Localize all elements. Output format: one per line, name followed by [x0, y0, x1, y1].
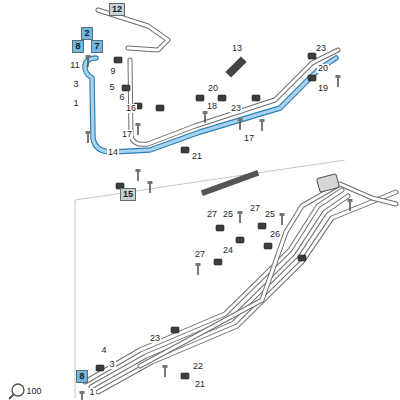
callout-number: 100: [25, 387, 42, 396]
callout-number: 6: [118, 93, 125, 102]
callout-number: 13: [231, 44, 243, 53]
callout-number: 8: [79, 372, 84, 381]
callout-number: 1: [88, 388, 95, 397]
callout-number: 17: [121, 130, 133, 139]
callout-number: 16: [125, 104, 137, 113]
callout-number: 14: [107, 148, 119, 157]
callout-number: 8: [75, 42, 80, 51]
callout-number: 22: [192, 362, 204, 371]
callout-number: 11: [69, 61, 80, 70]
callout-number: 3: [72, 80, 79, 89]
callout-number: 27: [249, 204, 261, 213]
callout-box: 8: [76, 370, 88, 383]
callout-number: 19: [317, 84, 329, 93]
callout-box: 12: [109, 3, 125, 16]
callout-number: 7: [94, 42, 99, 51]
callout-number: 15: [123, 190, 133, 199]
callout-number: 1: [72, 99, 79, 108]
callout-number: 2: [84, 29, 89, 38]
callout-number: 9: [109, 67, 116, 76]
callout-number: 21: [194, 380, 206, 389]
callout-number: 4: [100, 346, 107, 355]
callout-number: 18: [206, 102, 218, 111]
callout-number: 12: [112, 5, 122, 14]
callout-number: 5: [108, 83, 115, 92]
callout-number: 27: [206, 210, 218, 219]
callout-number: 25: [222, 210, 234, 219]
callout-number: 23: [230, 104, 242, 113]
callout-number: 3: [108, 360, 115, 369]
callout-box: 8: [72, 40, 84, 53]
callout-number: 23: [315, 44, 327, 53]
callout-box: 2: [81, 27, 93, 40]
callout-number: 23: [149, 334, 161, 343]
callout-number: 26: [269, 230, 281, 239]
callout-number: 24: [222, 246, 234, 255]
callout-number: 17: [243, 134, 255, 143]
callout-box: 15: [120, 188, 136, 201]
callout-number: 25: [264, 210, 276, 219]
callout-number: 27: [194, 250, 206, 259]
callout-number: 20: [317, 64, 329, 73]
callout-number: 20: [207, 84, 219, 93]
callout-box: 7: [91, 40, 103, 53]
callout-number: 21: [191, 152, 203, 161]
